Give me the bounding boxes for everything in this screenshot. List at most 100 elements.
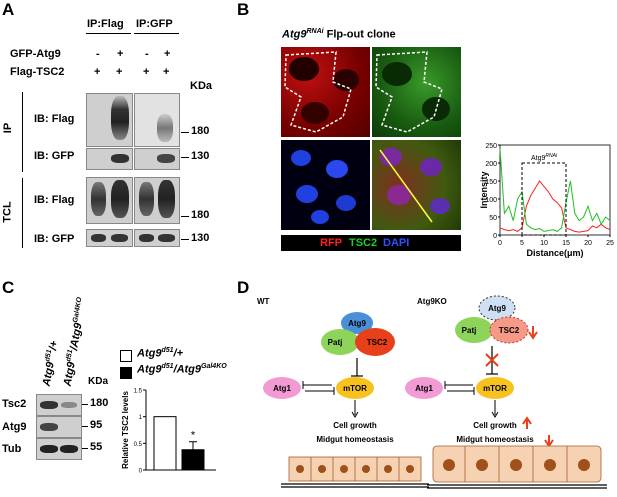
micrograph-merge — [372, 140, 461, 230]
ko-mtor-node — [476, 377, 514, 399]
tsc2-bar-chart: 00.511.5*Relative TSC2 levels — [121, 389, 216, 475]
x-tick-label: 25 — [606, 240, 614, 247]
x-tick-label: 20 — [584, 240, 592, 247]
wt-mtor-node — [336, 377, 374, 399]
kda-label-a: KDa — [190, 80, 213, 92]
legend-control: Atg9d51/+ — [137, 347, 183, 360]
significance-star: * — [191, 430, 196, 442]
ib-flag-label: IB: Flag — [34, 113, 75, 125]
sign: + — [117, 48, 124, 60]
annotation-box — [521, 162, 567, 236]
blot-c-atg9 — [36, 416, 82, 438]
series-line-0 — [499, 180, 611, 233]
ko-atg1-text: Atg1 — [415, 384, 433, 393]
ko-label: Atg9KO — [417, 297, 447, 306]
legend-swatch-control — [120, 350, 132, 362]
row-label-atg9: Atg9 — [2, 421, 27, 433]
y-tick-label: 0.5 — [134, 442, 143, 448]
legend-tsc2: TSC2 — [349, 237, 378, 249]
wt-homeo-text: Midgut homeostasis — [316, 435, 394, 444]
y-tick-label: 200 — [485, 161, 497, 168]
ip-side-label: IP — [2, 122, 15, 134]
ip-flag-header: IP:Flag — [87, 18, 124, 30]
blot-tcl-gfp-right — [134, 229, 180, 247]
ko-tsc2-node — [489, 316, 529, 344]
blot-tcl-gfp-left — [86, 229, 133, 247]
ko-atg9-text: Atg9 — [488, 304, 506, 313]
ib-gfp-label-2: IB: GFP — [34, 233, 75, 245]
micrograph-tsc2 — [372, 47, 461, 137]
panel-label-a: A — [2, 0, 15, 19]
blot-tcl-flag-right — [134, 177, 180, 224]
wt-label: WT — [257, 297, 270, 306]
ko-homeo-text: Midgut homeostasis — [456, 435, 534, 444]
bar-0 — [153, 416, 177, 471]
y-tick-label: 0 — [493, 233, 497, 240]
lane-label-1: Atg9d51/+ — [40, 339, 61, 388]
y-tick-label: 50 — [489, 215, 497, 222]
ib-flag-label-2: IB: Flag — [34, 194, 75, 206]
x-axis-label: Distance(μm) — [526, 248, 583, 258]
blot-tcl-flag-left — [86, 177, 133, 224]
bar-1 — [181, 449, 205, 471]
mw-c-180: 180 — [90, 397, 109, 409]
blot-c-tub — [36, 438, 82, 460]
mw-130-b: 130 — [191, 232, 210, 244]
ko-atg1-node — [405, 377, 443, 399]
legend-ko: Atg9d51/Atg9Gal4KO — [137, 363, 227, 376]
ko-epithelium — [427, 445, 607, 489]
panel-label-c: C — [2, 278, 15, 297]
ip-gfp-header: IP:GFP — [136, 18, 173, 30]
y-axis-label: Relative TSC2 levels — [121, 391, 130, 469]
y-tick-label: 100 — [485, 197, 497, 204]
wt-atg9-node — [341, 312, 373, 334]
ib-gfp-label: IB: GFP — [34, 150, 75, 162]
wt-patj-text: Patj — [328, 338, 343, 347]
x-tick-label: 10 — [540, 240, 548, 247]
series-line-1 — [499, 148, 611, 232]
sign: - — [96, 48, 100, 60]
y-tick-label: 150 — [485, 179, 497, 186]
ko-tsc2-text: TSC2 — [499, 326, 520, 335]
row-label-flag-tsc2: Flag-TSC2 — [10, 66, 65, 78]
blot-ip-flag-left — [86, 93, 133, 147]
wt-mtor-text: mTOR — [343, 384, 367, 393]
lane-label-2: Atg9d51/Atg9Gal4KO — [61, 296, 85, 388]
wt-tsc2-text: TSC2 — [367, 338, 388, 347]
legend-swatch-ko — [120, 367, 132, 379]
tcl-side-label: TCL — [1, 201, 14, 223]
ko-growth-text: Cell growth — [473, 421, 517, 430]
wt-atg1-text: Atg1 — [273, 384, 291, 393]
ko-atg9-node — [478, 295, 516, 321]
blot-c-tsc2 — [36, 394, 82, 416]
wt-tsc2-node — [355, 328, 395, 356]
panel-b-title: Atg9RNAi Flp-out clone — [282, 28, 396, 41]
ko-mtor-text: mTOR — [483, 384, 507, 393]
mw-180: 180 — [191, 125, 210, 137]
blot-ip-gfp-right — [134, 148, 180, 170]
mw-c-95: 95 — [90, 419, 103, 431]
block-x-icon — [485, 353, 499, 367]
merge-legend-bar — [281, 235, 461, 251]
up-arrow-icon — [522, 416, 532, 429]
sign: + — [163, 66, 170, 78]
mw-130: 130 — [191, 150, 210, 162]
wt-patj-node — [321, 329, 359, 355]
legend-dapi: DAPI — [383, 237, 410, 249]
y-tick-label: 1.5 — [134, 389, 143, 395]
blot-ip-gfp-left — [86, 148, 133, 170]
y-axis-label: Intensity — [479, 171, 489, 208]
panel-label-b: B — [237, 0, 250, 19]
sign: - — [145, 48, 149, 60]
mw-180-b: 180 — [191, 209, 210, 221]
micrograph-dapi — [281, 140, 370, 230]
legend-rfp: RFP — [320, 237, 342, 249]
annotation-label: Atg9RNAi — [531, 153, 558, 162]
panel-label-d: D — [237, 278, 250, 297]
y-tick-label: 1 — [139, 415, 143, 421]
x-tick-label: 15 — [562, 240, 570, 247]
down-arrow-icon — [544, 435, 554, 448]
wt-atg1-node — [263, 377, 301, 399]
wt-atg9-text: Atg9 — [348, 319, 366, 328]
